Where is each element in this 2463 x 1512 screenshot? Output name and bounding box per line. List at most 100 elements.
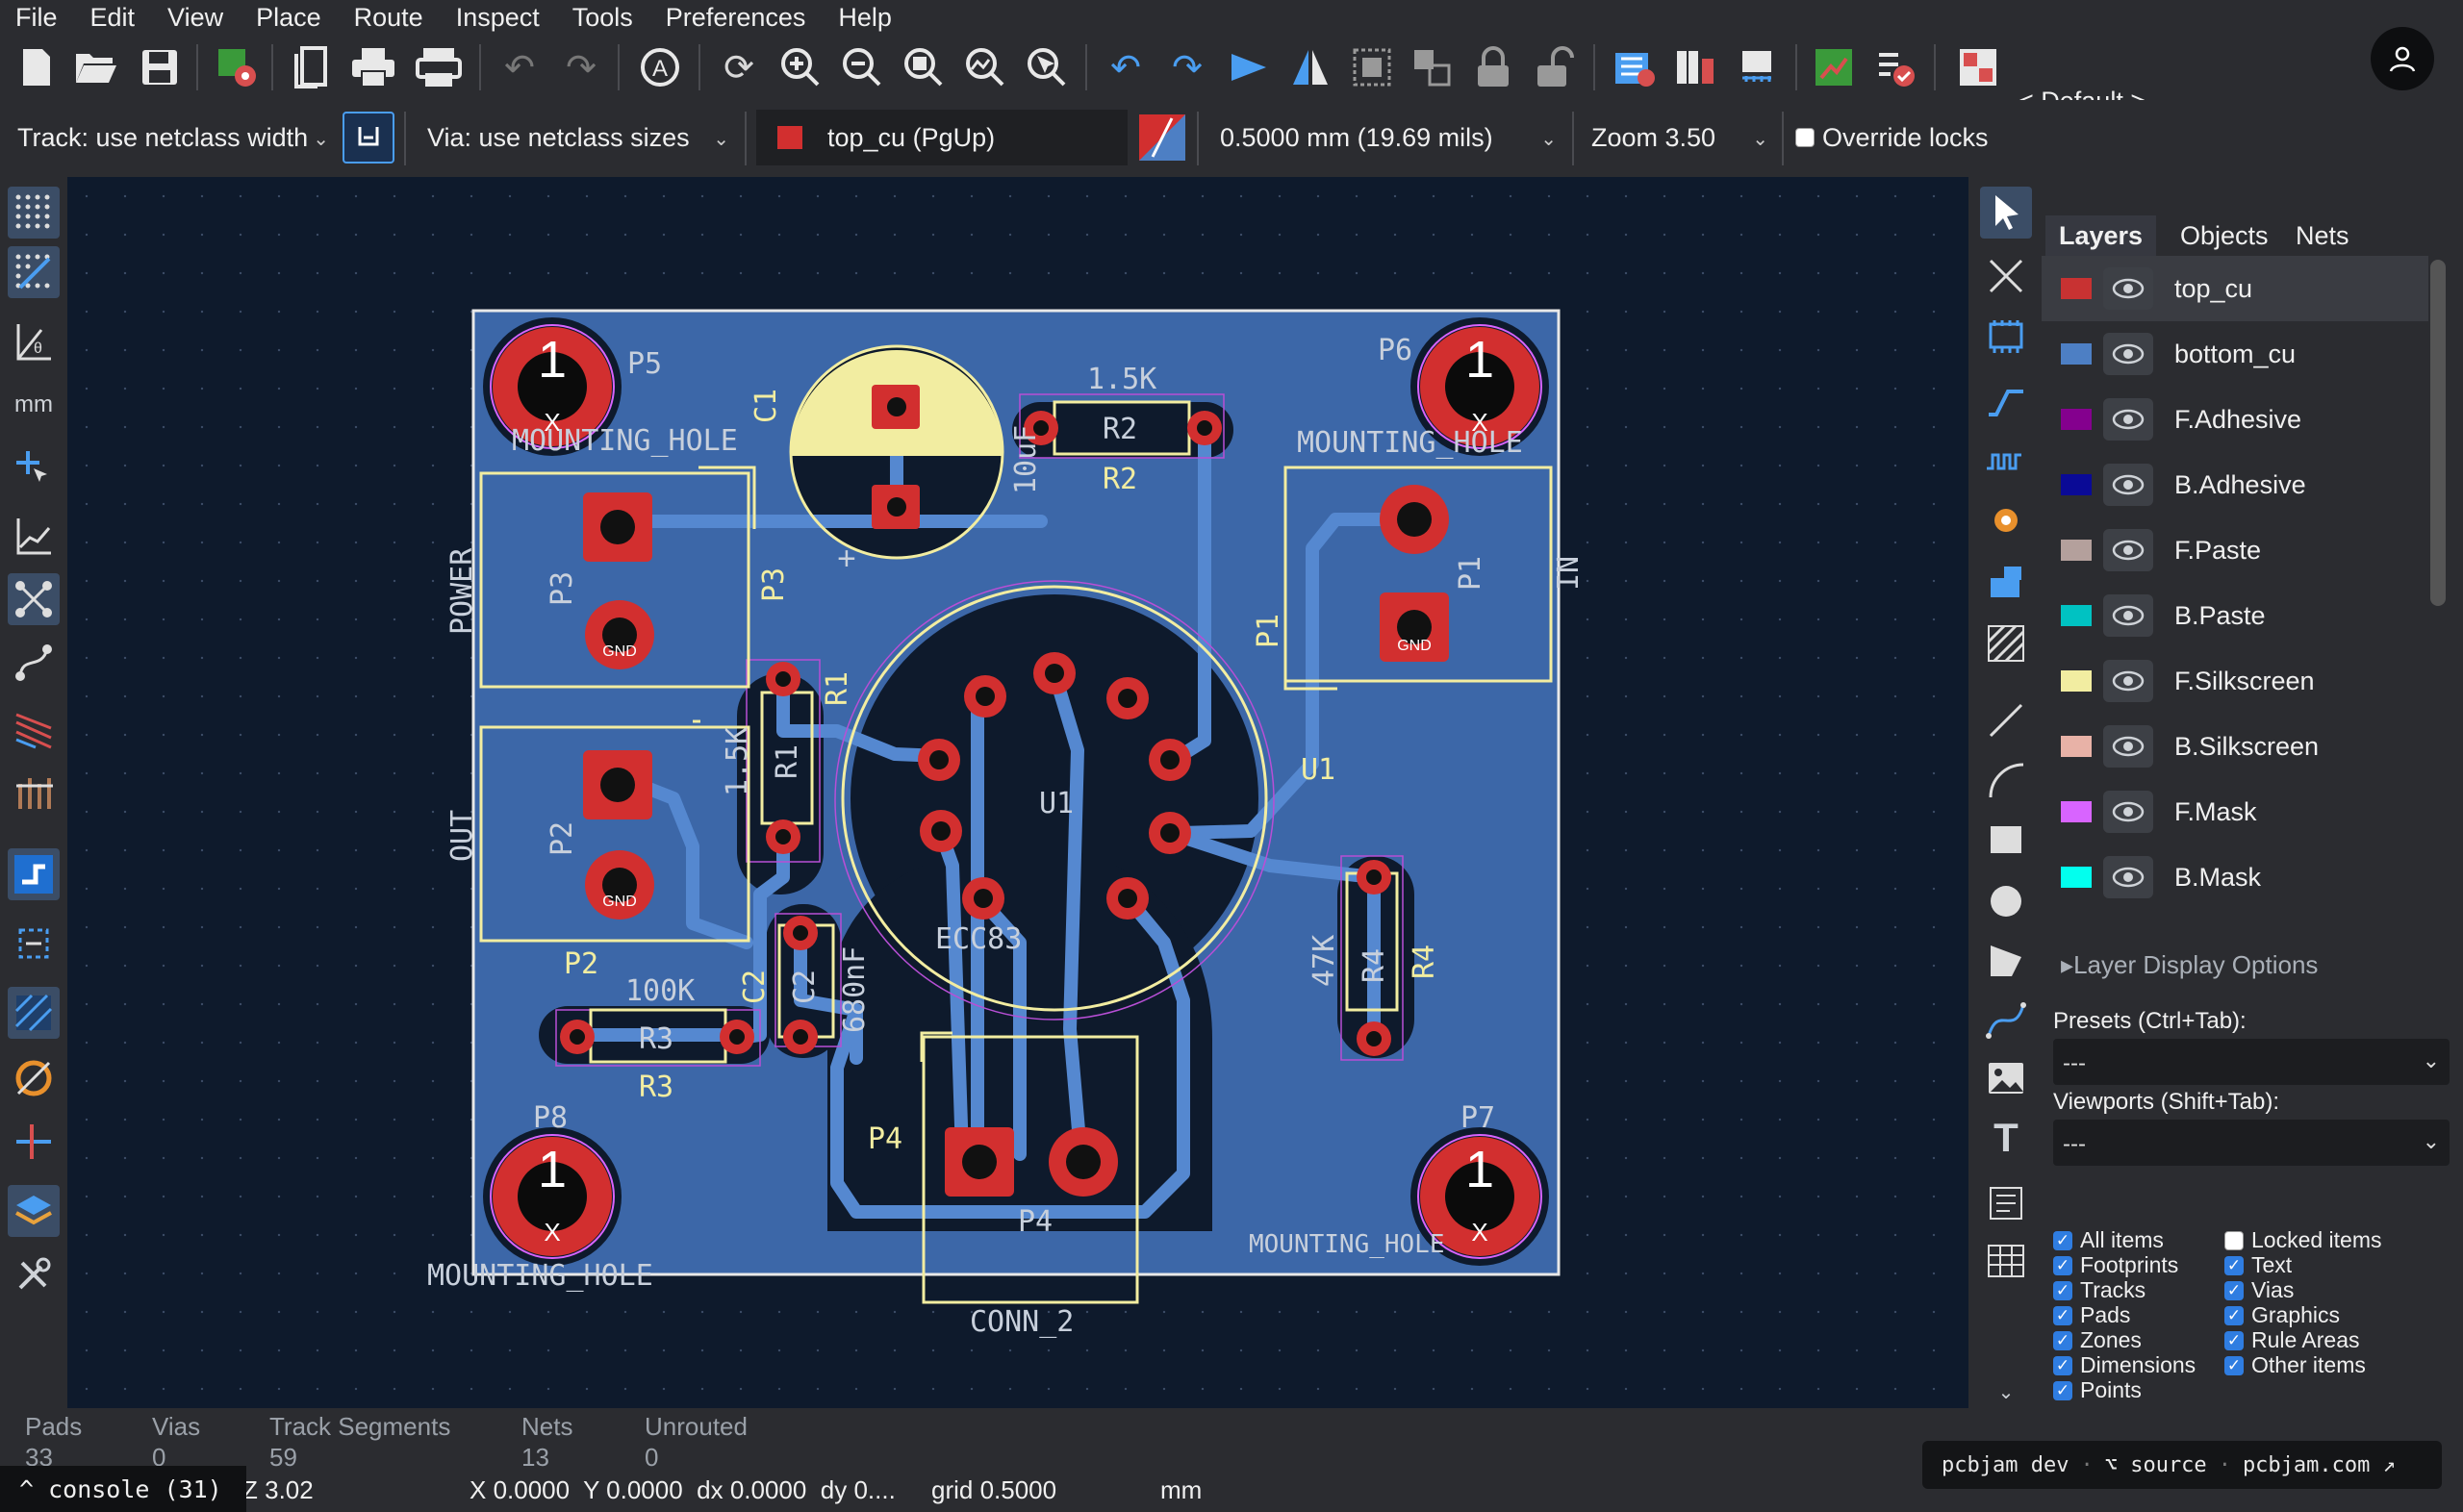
layer-row[interactable]: B.Mask — [2042, 844, 2428, 910]
rotate-ccw-icon[interactable]: ↶ — [1110, 47, 1141, 88]
override-locks-box[interactable] — [1795, 128, 1815, 147]
page-setup-icon[interactable] — [287, 42, 337, 92]
layer-color-swatch[interactable] — [2061, 540, 2092, 561]
eye-icon[interactable] — [2103, 529, 2153, 571]
source-link[interactable]: ⌥ source — [2105, 1453, 2207, 1477]
layer-color-swatch[interactable] — [2061, 605, 2092, 626]
scripting-icon[interactable] — [1809, 42, 1859, 92]
rotate-cw-icon[interactable]: ↷ — [1172, 47, 1203, 88]
zoom-select[interactable]: Zoom 3.50⌄ — [1580, 110, 1776, 165]
override-locks-checkbox[interactable]: Override locks — [1795, 110, 2017, 165]
plugin-icon[interactable] — [1953, 42, 2003, 92]
local-ratsnest-icon[interactable] — [1980, 250, 2032, 302]
tab-nets[interactable]: Nets — [2296, 221, 2349, 250]
via-size-select[interactable]: Via: use netclass sizes⌄ — [412, 110, 737, 165]
board-zone-icon[interactable] — [8, 987, 60, 1039]
add-via-icon[interactable] — [1980, 494, 2032, 546]
footprint-library-icon[interactable] — [1670, 42, 1720, 92]
undo-icon[interactable]: ↶ — [504, 47, 535, 88]
grid-dots-icon[interactable] — [8, 187, 60, 239]
open-icon[interactable] — [71, 42, 121, 92]
filter-checkbox[interactable]: Dimensions — [2053, 1352, 2196, 1378]
layer-row[interactable]: B.Paste — [2042, 583, 2428, 648]
filter-checkbox[interactable]: Locked items — [2224, 1227, 2382, 1253]
mirror-icon[interactable] — [1285, 42, 1335, 92]
layer-row-partial[interactable] — [2042, 910, 2428, 929]
layer-color-swatch[interactable] — [2061, 474, 2092, 495]
tab-layers[interactable]: Layers — [2045, 215, 2157, 256]
layer-color-swatch[interactable] — [2061, 343, 2092, 365]
add-textbox-icon[interactable] — [1980, 1177, 2032, 1229]
filter-checkbox[interactable]: Rule Areas — [2224, 1327, 2360, 1353]
filter-checkbox[interactable]: Other items — [2224, 1352, 2366, 1378]
menu-inspect[interactable]: Inspect — [455, 3, 540, 32]
layer-row[interactable]: F.Silkscreen — [2042, 648, 2428, 714]
print-icon[interactable] — [348, 42, 398, 92]
layer-manager-icon[interactable] — [8, 1185, 60, 1237]
filter-checkbox[interactable]: Pads — [2053, 1302, 2130, 1328]
checkbox[interactable] — [2053, 1305, 2072, 1325]
layer-color-swatch[interactable] — [2061, 409, 2092, 430]
checkbox[interactable] — [2053, 1330, 2072, 1350]
zoom-objects-icon[interactable] — [960, 42, 1010, 92]
mounting-hole-p8[interactable] — [490, 1134, 615, 1259]
plot-icon[interactable] — [414, 42, 464, 92]
curved-ratsnest-icon[interactable] — [8, 637, 60, 689]
footprint-editor-icon[interactable] — [1732, 42, 1782, 92]
checkbox[interactable] — [2224, 1330, 2244, 1350]
checkbox[interactable] — [2224, 1255, 2244, 1275]
menu-route[interactable]: Route — [353, 3, 423, 32]
redo-icon[interactable]: ↷ — [566, 47, 597, 88]
filter-checkbox[interactable]: Footprints — [2053, 1252, 2178, 1278]
layer-pair-button[interactable] — [1135, 110, 1189, 165]
checkbox[interactable] — [2053, 1355, 2072, 1375]
track-display-icon[interactable] — [8, 848, 60, 900]
zoom-in-icon[interactable] — [775, 42, 825, 92]
filter-checkbox[interactable]: Points — [2053, 1377, 2142, 1403]
show-zones-icon[interactable] — [8, 704, 60, 756]
pcb-board[interactable]: 1 1 1 1 X X X X — [67, 177, 1968, 1408]
eye-icon[interactable] — [2103, 791, 2153, 833]
draw-polygon-icon[interactable] — [1980, 935, 2032, 987]
menu-view[interactable]: View — [167, 3, 224, 32]
layer-color-swatch[interactable] — [2061, 736, 2092, 757]
eye-icon[interactable] — [2103, 660, 2153, 702]
layer-list-scrollbar[interactable] — [2430, 260, 2446, 606]
unlock-icon[interactable] — [1530, 42, 1580, 92]
checkbox[interactable] — [2053, 1380, 2072, 1400]
pcb-canvas[interactable]: 1 1 1 1 X X X X — [67, 177, 1968, 1408]
layer-display-options-toggle[interactable]: ▸Layer Display Options — [2061, 950, 2318, 980]
zoom-fit-icon[interactable] — [899, 42, 949, 92]
netlist-icon[interactable] — [1609, 42, 1659, 92]
menu-edit[interactable]: Edit — [89, 3, 136, 32]
console-toggle[interactable]: ^ console (31) — [0, 1466, 246, 1512]
eye-icon[interactable] — [2103, 333, 2153, 375]
mounting-hole-p7[interactable] — [1417, 1134, 1542, 1259]
layer-row[interactable]: top_cu — [2042, 256, 2428, 321]
vias-display-icon[interactable] — [8, 1052, 60, 1104]
filter-checkbox[interactable]: Zones — [2053, 1327, 2142, 1353]
checkbox[interactable] — [2224, 1280, 2244, 1300]
checkbox[interactable] — [2224, 1230, 2244, 1250]
zoom-selection-icon[interactable] — [1022, 42, 1072, 92]
ratsnest-icon[interactable] — [8, 573, 60, 625]
layer-color-swatch[interactable] — [2061, 867, 2092, 888]
chevron-down-icon[interactable]: ⌄ — [1997, 1381, 2015, 1403]
redraw-icon[interactable]: ⟳ — [724, 47, 754, 88]
units-mm-icon[interactable]: mm — [14, 391, 53, 417]
layer-color-swatch[interactable] — [2061, 670, 2092, 692]
layer-row[interactable]: F.Paste — [2042, 517, 2428, 583]
group-icon[interactable] — [1347, 42, 1397, 92]
draw-circle-icon[interactable] — [1980, 875, 2032, 927]
eye-icon[interactable] — [2103, 398, 2153, 441]
menu-file[interactable]: File — [15, 3, 58, 32]
add-image-icon[interactable] — [1980, 1052, 2032, 1104]
eye-icon[interactable] — [2103, 464, 2153, 506]
board-setup-icon[interactable] — [212, 42, 262, 92]
layer-select[interactable]: top_cu (PgUp)⌄ — [756, 110, 1156, 165]
filter-checkbox[interactable]: Text — [2224, 1252, 2292, 1278]
viewports-select[interactable]: ---⌄ — [2053, 1120, 2450, 1166]
layer-row[interactable]: B.Silkscreen — [2042, 714, 2428, 779]
find-icon[interactable]: A — [635, 42, 685, 92]
polar-coords-icon[interactable]: θ — [8, 315, 60, 367]
